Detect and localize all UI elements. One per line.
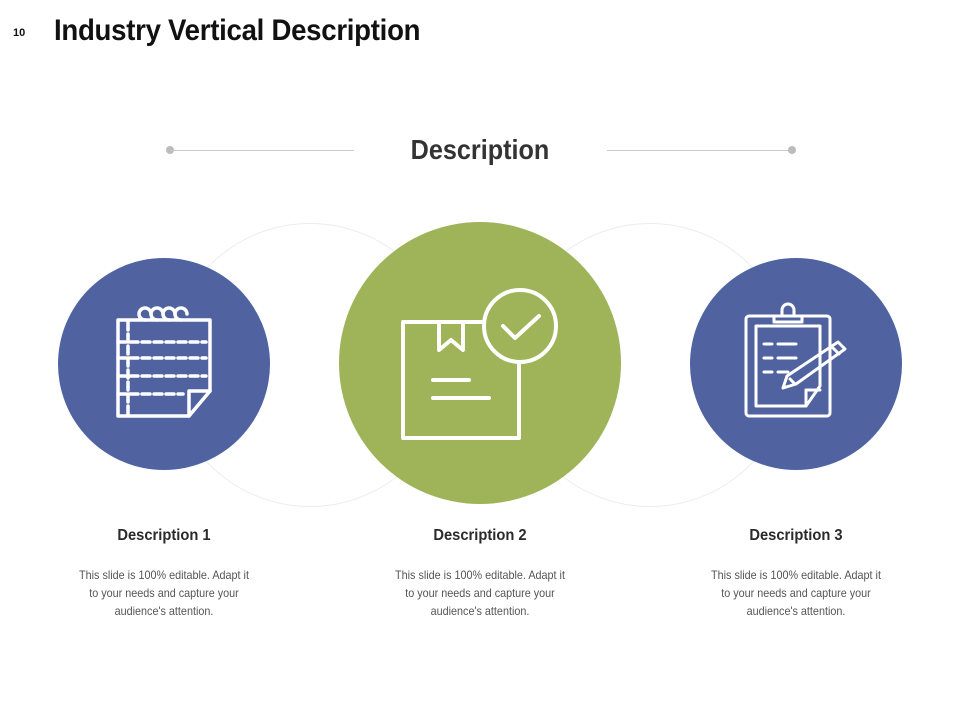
card-3-title: Description 3 — [749, 527, 843, 544]
circle-1 — [58, 258, 270, 470]
notepad-icon — [116, 306, 212, 418]
circle-2 — [339, 222, 621, 504]
package-check-icon — [401, 288, 558, 440]
slide-title: Industry Vertical Description — [54, 14, 421, 47]
slide-number: 10 — [13, 27, 26, 39]
clipboard-pencil-icon — [744, 302, 847, 418]
card-2-title: Description 2 — [433, 527, 527, 544]
section-divider-right-dot — [788, 146, 796, 154]
card-1-title: Description 1 — [117, 527, 211, 544]
circle-3 — [690, 258, 902, 470]
card-3-description: This slide is 100% editable. Adapt it to… — [711, 568, 881, 618]
card-1-description: This slide is 100% editable. Adapt it to… — [79, 568, 249, 618]
section-divider-left — [170, 150, 354, 151]
section-heading: Description — [410, 134, 550, 165]
section-divider-right — [607, 150, 791, 151]
card-2-description: This slide is 100% editable. Adapt it to… — [395, 568, 565, 618]
